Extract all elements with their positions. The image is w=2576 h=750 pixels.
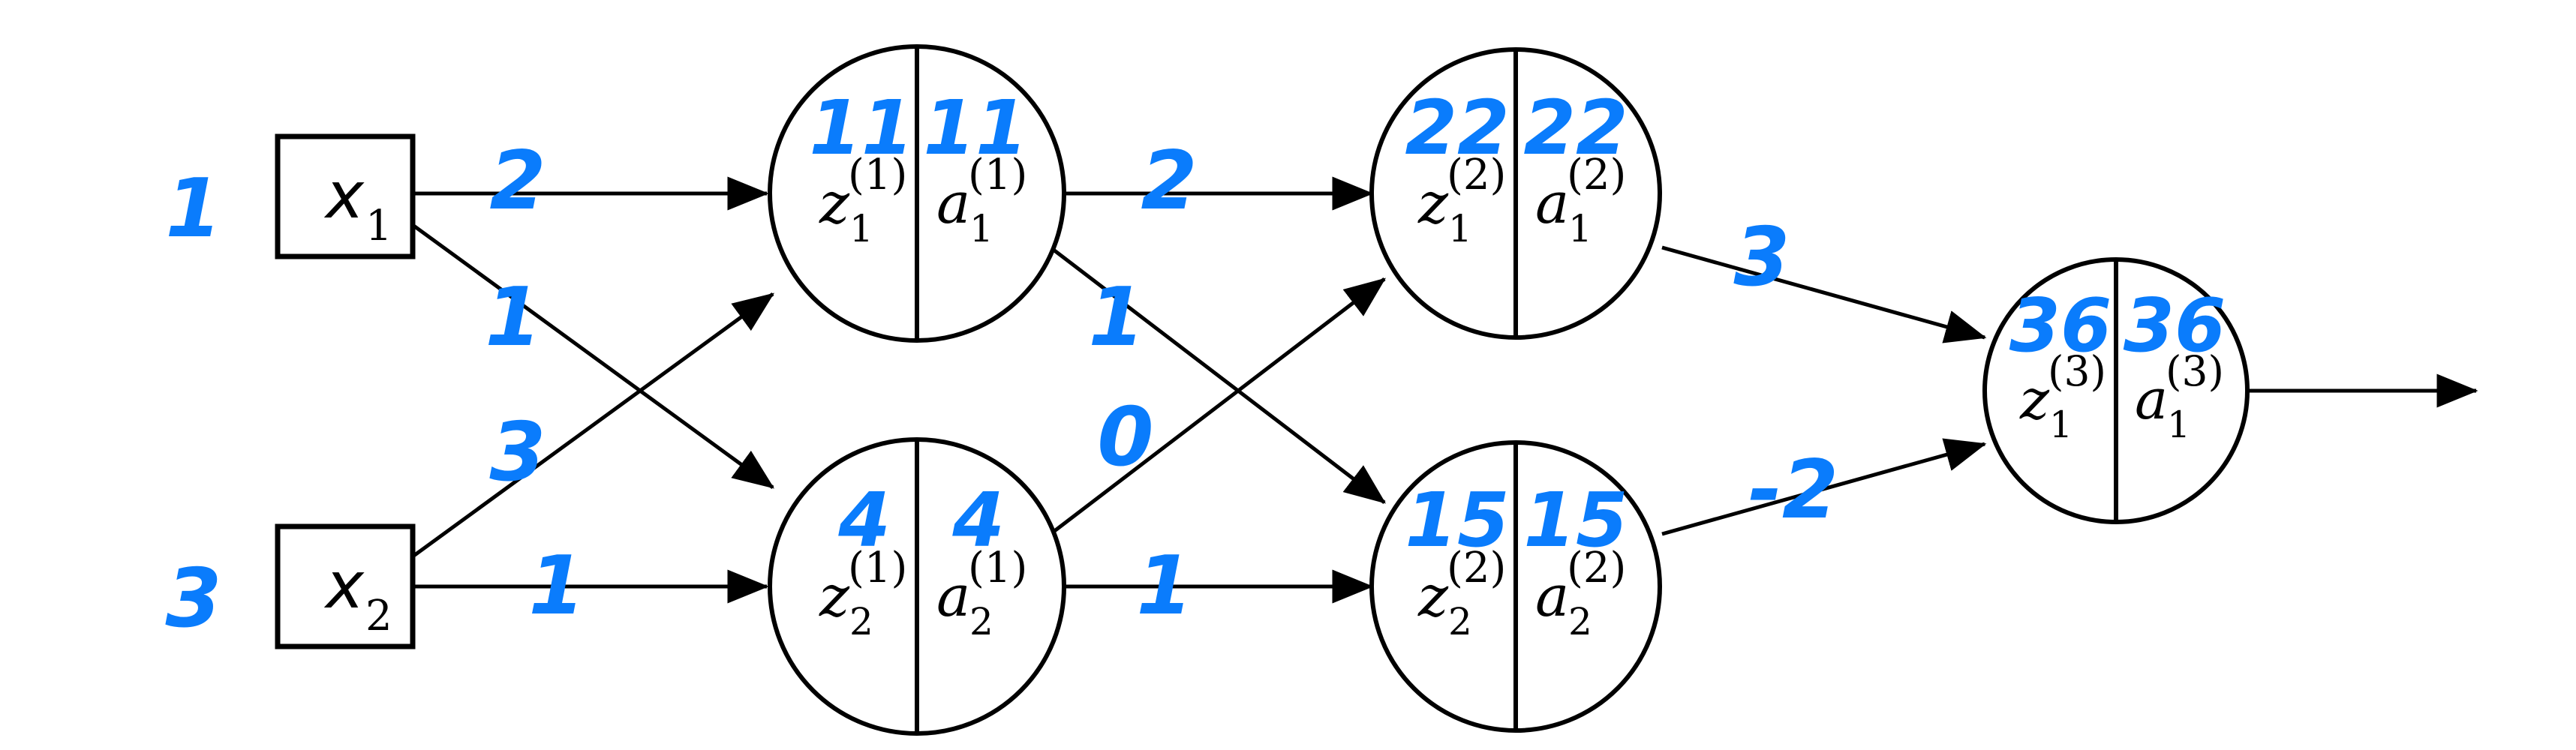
edge-n2-1-to-n3-1 (1661, 245, 1987, 344)
input-label-x2: x (323, 548, 365, 623)
neuron-a-label-n2-1: a (1535, 170, 1569, 236)
weight-label-n1-1-n2-1: 2 (1141, 134, 1197, 228)
neuron-z-value-n1-2: 4 (837, 476, 891, 564)
weight-label-n2-1-n3-1: 3 (1733, 211, 1790, 304)
neuron-z-value-n2-2: 15 (1405, 476, 1509, 564)
neuron-a-value-n2-2: 15 (1523, 476, 1628, 564)
neuron-z-label-n2-1: z (1417, 170, 1449, 236)
neuron-a-value-n1-1: 11 (923, 84, 1027, 172)
edge-n2-2-to-n3-1 (1661, 438, 1987, 536)
edge-group-input-to-layer1 (411, 176, 775, 604)
input-node-x2[interactable]: x 2 (275, 524, 416, 650)
neuron-z-value-n2-1: 22 (1405, 84, 1509, 172)
neuron-n1-2[interactable]: 4 z 2 (1) 4 a 2 (1) (768, 437, 1066, 736)
input-label-x1: x (323, 158, 365, 233)
neuron-z-sup-n2-2: (2) (1447, 544, 1506, 592)
edge-n1-2-to-n2-1 (1049, 278, 1386, 536)
edge-group-layer1-to-layer2 (1049, 176, 1386, 604)
weight-label-n1-1-n2-2: 1 (1088, 271, 1144, 364)
weight-label-x2-n1-2: 1 (528, 539, 585, 633)
input-node-x1[interactable]: x 1 (275, 134, 416, 260)
neuron-a-label-n3-1: a (2135, 368, 2168, 432)
edge-n1-1-to-n2-2 (1049, 246, 1386, 504)
neuron-a-sup-n2-2: (2) (1567, 544, 1626, 592)
neuron-z-value-n1-1: 11 (809, 84, 913, 172)
neuron-a-sub-n2-2: 2 (1568, 600, 1592, 644)
neuron-z-label-n1-1: z (819, 170, 850, 236)
neuron-z-label-n2-2: z (1417, 562, 1449, 629)
weight-label-x1-n1-1: 2 (489, 134, 546, 228)
neuron-n2-2[interactable]: 15 z 2 (2) 15 a 2 (2) (1369, 440, 1662, 733)
neuron-z-sub-n2-1: 1 (1448, 207, 1472, 250)
weight-label-x2-n1-1: 3 (489, 406, 546, 500)
edge-x2-to-n1-1 (411, 292, 775, 559)
neuron-a-label-n1-1: a (936, 170, 970, 236)
neuron-z-sup-n1-1: (1) (848, 151, 907, 200)
neuron-z-value-n3-1: 36 (2009, 284, 2112, 369)
neuron-z-sub-n1-1: 1 (849, 207, 873, 250)
input-value-x1: 1 (165, 162, 221, 256)
input-sub-x2: 2 (365, 592, 392, 640)
neuron-a-sub-n1-2: 2 (969, 600, 993, 644)
neuron-z-label-n1-2: z (819, 562, 850, 629)
neuron-a-sup-n3-1: (3) (2166, 347, 2224, 395)
weight-label-n1-2-n2-1: 0 (1097, 391, 1153, 484)
neuron-a-sub-n1-1: 1 (969, 207, 993, 250)
edge-group-layer2-to-output (1661, 245, 1987, 536)
neuron-a-sup-n1-1: (1) (968, 151, 1027, 200)
weight-label-n1-2-n2-2: 1 (1136, 539, 1192, 633)
neuron-a-sub-n3-1: 1 (2167, 404, 2190, 446)
input-sub-x1: 1 (365, 202, 392, 250)
neuron-z-sup-n3-1: (3) (2048, 347, 2106, 395)
neuron-n3-1[interactable]: 36 z 1 (3) 36 a 1 (3) (1982, 257, 2250, 524)
input-box-x1[interactable] (275, 134, 416, 260)
input-box-x2[interactable] (275, 524, 416, 650)
neuron-n1-1[interactable]: 11 z 1 (1) 11 a 1 (1) (768, 44, 1066, 343)
neuron-a-value-n3-1: 36 (2124, 284, 2226, 369)
neuron-a-value-n2-1: 22 (1523, 84, 1628, 172)
neuron-z-sub-n1-2: 2 (849, 600, 873, 644)
neuron-a-label-n1-2: a (936, 562, 970, 629)
weight-label-x1-n1-2: 1 (485, 271, 541, 364)
edge-x1-to-n1-2 (411, 223, 775, 490)
neuron-z-sup-n2-1: (2) (1447, 151, 1506, 200)
neuron-z-sup-n1-2: (1) (848, 544, 907, 592)
neuron-a-sup-n2-1: (2) (1567, 151, 1626, 200)
neuron-n2-1[interactable]: 22 z 1 (2) 22 a 1 (2) (1369, 47, 1662, 340)
neuron-a-label-n2-2: a (1535, 562, 1569, 629)
neuron-a-value-n1-2: 4 (951, 476, 1005, 564)
neuron-a-sup-n1-2: (1) (968, 544, 1027, 592)
neuron-z-sub-n3-1: 1 (2049, 404, 2073, 446)
neuron-a-sub-n2-1: 1 (1568, 207, 1592, 250)
neuron-z-sub-n2-2: 2 (1448, 600, 1472, 644)
neuron-z-label-n3-1: z (2019, 368, 2050, 432)
weight-label-n2-2-n3-1: -2 (1748, 443, 1838, 537)
input-value-x2: 3 (165, 552, 221, 646)
